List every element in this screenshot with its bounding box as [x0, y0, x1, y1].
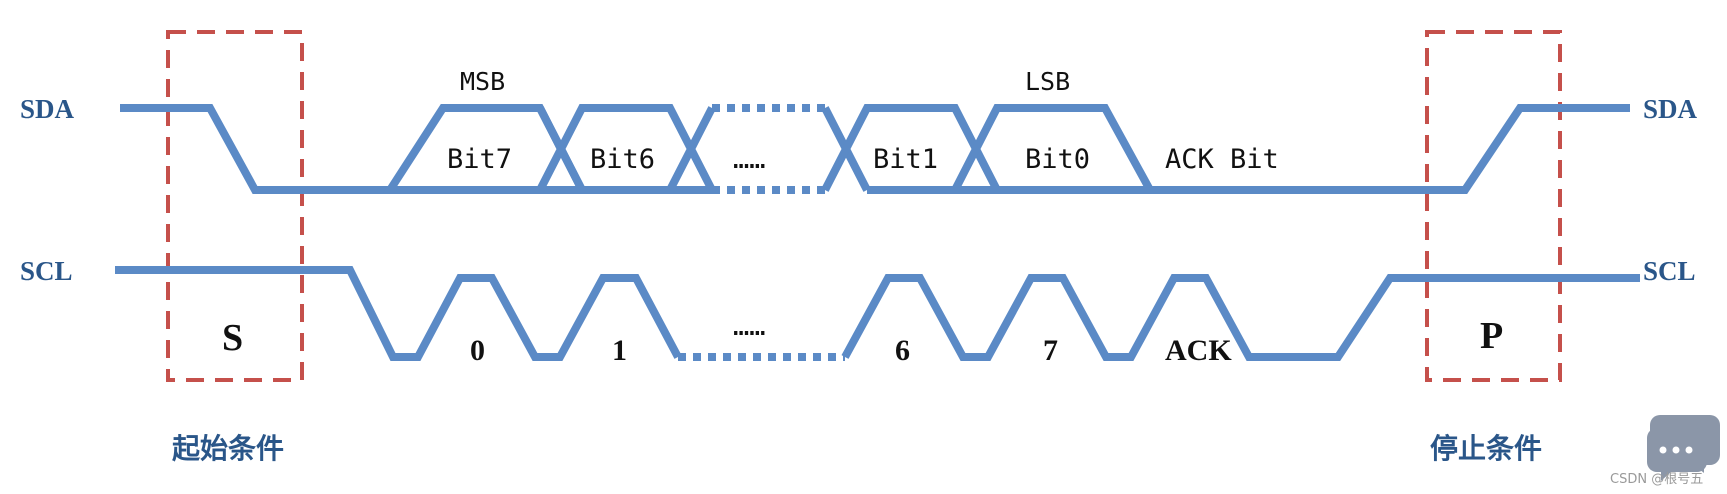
scl-pulse-7-label: 7: [1043, 334, 1058, 367]
bit0-label: Bit0: [1025, 144, 1090, 175]
bit6-label: Bit6: [590, 144, 655, 175]
sda-ack-and-stop: [1105, 104, 1630, 194]
scl-ack-label: ACK: [1165, 334, 1232, 367]
scl-pulse-0-label: 0: [470, 334, 485, 367]
stop-condition-caption: 停止条件: [1430, 432, 1542, 465]
watermark-text: CSDN @根号五: [1610, 472, 1703, 487]
sda-cell-bit0: [951, 104, 1157, 194]
scl-ellipsis-label: ……: [733, 311, 766, 342]
sda-cross-2: [666, 106, 716, 192]
sda-cell-bit6: [536, 104, 719, 194]
sda-start-segment: [120, 104, 390, 194]
chat-dot-2: [1672, 446, 1680, 454]
scl-pulses-b: [841, 274, 1640, 361]
bit7-label: Bit7: [447, 144, 512, 175]
scl-label-right: SCL: [1643, 256, 1696, 286]
chat-dot-3: [1685, 446, 1693, 454]
stop-condition-letter: P: [1480, 315, 1503, 357]
start-condition-caption: 起始条件: [172, 432, 284, 465]
stop-condition-box: [1425, 30, 1562, 382]
sda-label-left: SDA: [20, 94, 75, 124]
chat-dot-1: [1659, 446, 1667, 454]
bit1-label: Bit1: [873, 144, 938, 175]
sda-cell-bit1: [821, 104, 1004, 194]
start-condition-letter: S: [222, 317, 243, 359]
msb-label: MSB: [460, 67, 505, 96]
lsb-label: LSB: [1025, 67, 1070, 96]
chat-bubble-front: [1647, 428, 1707, 481]
scl-waveform: [115, 266, 1640, 361]
scl-label-left: SCL: [20, 256, 73, 286]
start-condition-box: [166, 30, 304, 382]
scl-pulse-1-label: 1: [612, 334, 627, 367]
sda-ellipsis-label: ……: [733, 144, 766, 175]
ack-bit-label: ACK Bit: [1165, 144, 1279, 175]
sda-waveform: [120, 104, 1630, 194]
chat-bubble-icon[interactable]: [1647, 415, 1720, 481]
sda-label-right: SDA: [1643, 94, 1698, 124]
scl-pulse-6-label: 6: [895, 334, 910, 367]
scl-pulses-a: [115, 266, 682, 361]
